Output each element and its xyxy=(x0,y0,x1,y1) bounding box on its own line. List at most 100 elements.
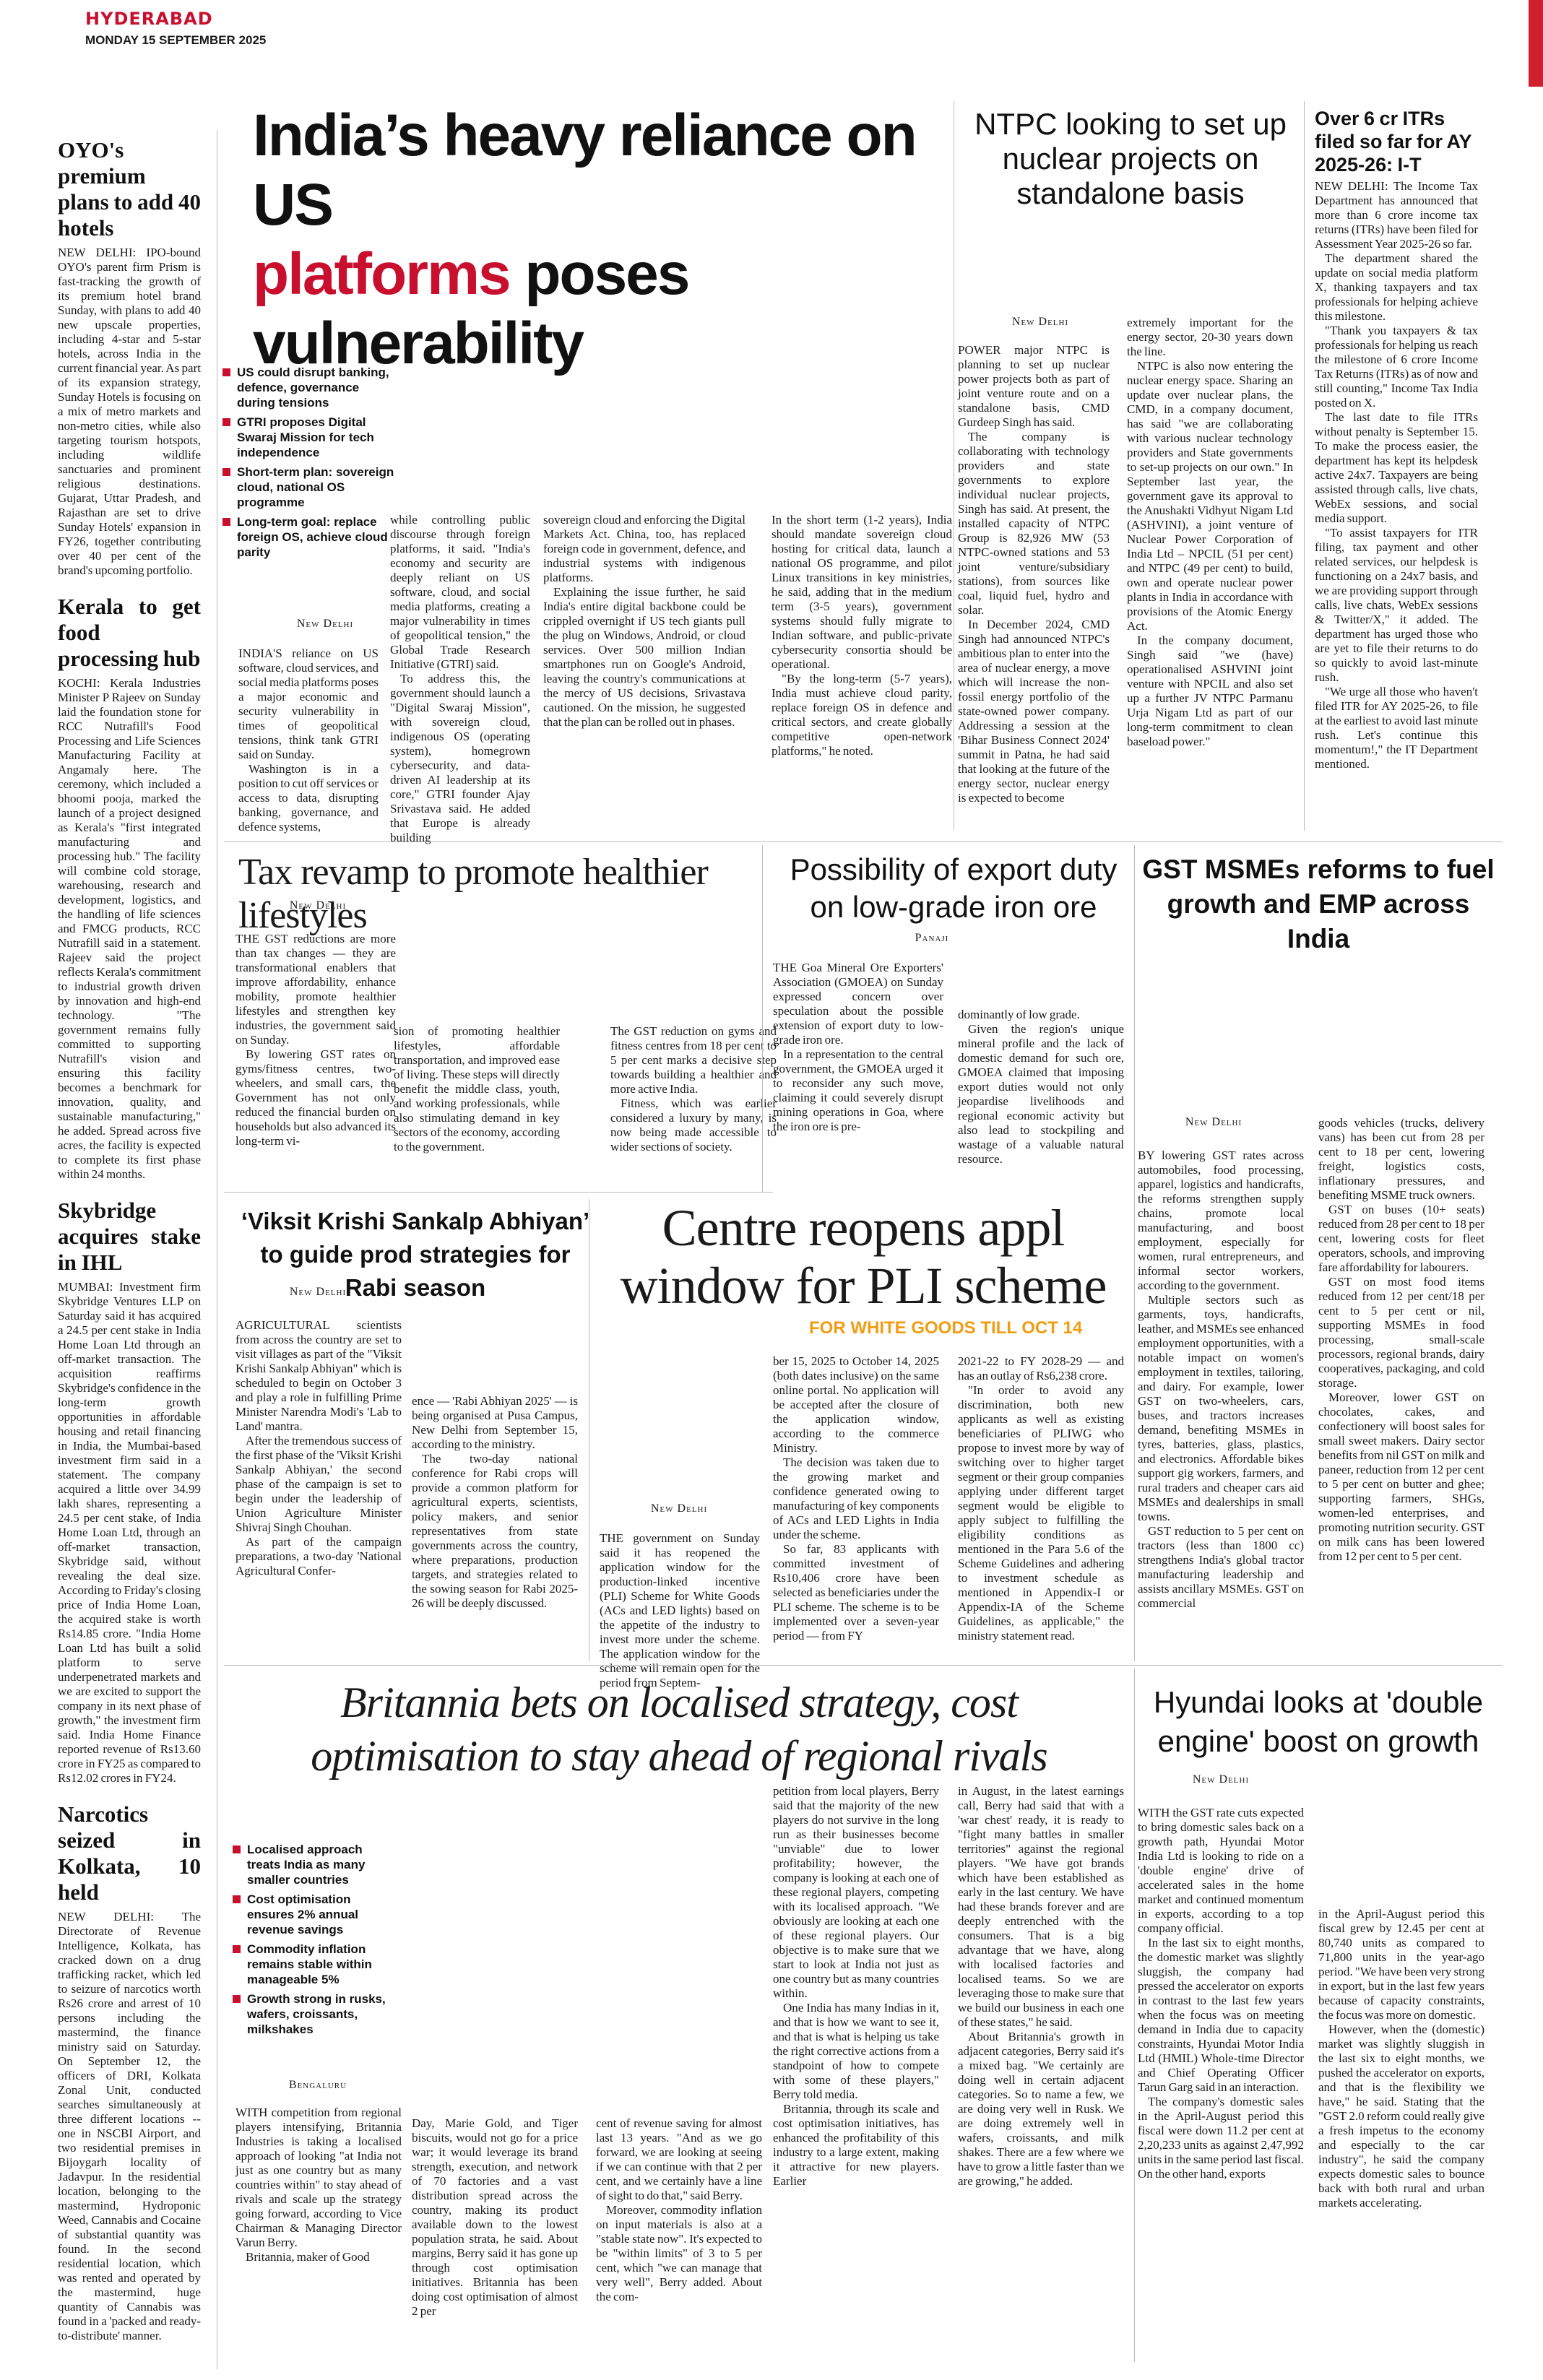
paragraph: NTPC is also now entering the nuclear en… xyxy=(1127,359,1293,633)
paragraph: INDIA'S reliance on US software, cloud s… xyxy=(238,646,379,761)
lead-col1: INDIA'S reliance on US software, cloud s… xyxy=(238,646,379,834)
paragraph: One India has many Indias in it, and tha… xyxy=(773,2001,939,2101)
tax-headline: Tax revamp to promote healthier lifestyl… xyxy=(238,852,709,936)
paragraph: GST on buses (10+ seats) reduced from 28… xyxy=(1318,1203,1484,1274)
britannia-col3: cent of revenue saving for almost last 1… xyxy=(596,2116,762,2304)
britannia-headline-line2: optimisation to stay ahead of regional r… xyxy=(311,1732,1047,1780)
pli-dateline: New Delhi xyxy=(650,1502,708,1515)
ntpc-col2: extremely important for the energy secto… xyxy=(1127,316,1293,749)
paragraph: Britannia, through its scale and cost op… xyxy=(773,2102,939,2188)
ntpc-col1: POWER major NTPC is planning to set up n… xyxy=(958,343,1110,805)
lead-headline-rest: poses vulnerability xyxy=(253,241,690,376)
paragraph: "We urge all those who haven't filed ITR… xyxy=(1315,685,1478,771)
paragraph: About Britannia's growth in adjacent cat… xyxy=(958,2030,1124,2188)
paragraph: THE GST reductions are more than tax cha… xyxy=(235,932,396,1047)
kerala-body: KOCHI: Kerala Industries Minister P Raje… xyxy=(58,676,201,1182)
left-rail: OYO's premium plans to add 40 hotels NEW… xyxy=(58,137,201,2343)
hyundai-col1: WITH the GST rate cuts expected to bring… xyxy=(1138,1806,1304,2181)
skybridge-body: MUMBAI: Investment firm Skybridge Ventur… xyxy=(58,1280,201,1786)
paragraph: Britannia, maker of Good xyxy=(246,2250,370,2264)
iron-headline: Possibility of export duty on low-grade … xyxy=(790,852,1118,924)
paragraph: So far, 83 applicants with committed inv… xyxy=(773,1542,939,1643)
divider xyxy=(762,845,763,1192)
kerala-headline: Kerala to get food processing hub xyxy=(58,594,201,671)
paragraph: The company is collaborating with techno… xyxy=(958,430,1110,617)
paragraph: KOCHI: Kerala Industries Minister P Raje… xyxy=(58,676,201,1181)
lead-headline: India’s heavy reliance on US platforms p… xyxy=(253,101,939,378)
paragraph: GST on most food items reduced from 12 p… xyxy=(1318,1275,1484,1390)
paragraph: WITH competition from regional players i… xyxy=(235,2106,402,2249)
paragraph: BY lowering GST rates across automobiles… xyxy=(1138,1148,1304,1292)
paragraph: in August, in the latest earnings call, … xyxy=(958,1784,1124,2029)
oyo-body: NEW DELHI: IPO-bound OYO's parent firm P… xyxy=(58,246,201,578)
paragraph: goods vehicles (trucks, delivery vans) h… xyxy=(1318,1116,1484,1202)
paragraph: MUMBAI: Investment firm Skybridge Ventur… xyxy=(58,1280,201,1785)
pli-col1: THE government on Sunday said it has reo… xyxy=(600,1531,760,1689)
paragraph: while controlling public discourse throu… xyxy=(390,513,530,671)
pli-headline-line1: Centre reopens appl xyxy=(662,1199,1066,1257)
pli-headline: Centre reopens appl window for PLI schem… xyxy=(600,1199,1127,1315)
paragraph: extremely important for the energy secto… xyxy=(1127,316,1293,358)
paragraph: "By the long-term (5-7 years), India mus… xyxy=(772,672,952,758)
paragraph: By lowering GST rates on gyms/fitness ce… xyxy=(235,1047,396,1148)
britannia-bullet: Localised approach treats India as many … xyxy=(233,1842,399,1887)
itr-headline: Over 6 cr ITRs filed so far for AY 2025-… xyxy=(1315,108,1472,176)
paragraph: As part of the campaign preparations, a … xyxy=(235,1535,402,1578)
lead-dateline: New Delhi xyxy=(296,618,354,630)
britannia-dateline: Bengaluru xyxy=(288,2079,347,2091)
britannia-headline: Britannia bets on localised strategy, co… xyxy=(231,1676,1127,1783)
paragraph: WITH the GST rate cuts expected to bring… xyxy=(1138,1806,1304,1935)
paragraph: Fitness, which was earlier considered a … xyxy=(610,1096,777,1154)
paragraph: POWER major NTPC is planning to set up n… xyxy=(958,343,1110,429)
narcotics-body: NEW DELHI: The Directorate of Revenue In… xyxy=(58,1910,201,2343)
lead-col2: while controlling public discourse throu… xyxy=(390,513,530,845)
pli-col3: 2021-22 to FY 2028-29 — and has an outla… xyxy=(958,1354,1124,1643)
paragraph: Explaining the issue further, he said In… xyxy=(543,585,745,729)
ntpc-dateline: New Delhi xyxy=(1011,316,1069,328)
paragraph: Given the region's unique mineral profil… xyxy=(958,1022,1124,1166)
lead-bullets: US could disrupt banking, defence, gover… xyxy=(222,365,396,564)
paragraph: NEW DELHI: The Directorate of Revenue In… xyxy=(58,1910,201,2342)
britannia-col1: WITH competition from regional players i… xyxy=(235,2106,402,2264)
gst-col2: goods vehicles (trucks, delivery vans) h… xyxy=(1318,1116,1484,1564)
paragraph: The GST reduction on gyms and fitness ce… xyxy=(610,1024,777,1096)
paragraph: GST reduction to 5 per cent on tractors … xyxy=(1138,1524,1304,1610)
divider xyxy=(1134,1669,1135,2362)
gst-col1: BY lowering GST rates across automobiles… xyxy=(1138,1148,1304,1611)
britannia-col5: in August, in the latest earnings call, … xyxy=(958,1784,1124,2189)
lead-bullet: Short-term plan: sovereign cloud, nation… xyxy=(222,464,396,510)
paragraph: NEW DELHI: IPO-bound OYO's parent firm P… xyxy=(58,246,201,577)
oyo-headline: OYO's premium plans to add 40 hotels xyxy=(58,137,201,241)
paragraph: Moreover, commodity inflation on input m… xyxy=(596,2203,762,2303)
paragraph: The decision was taken due to the growin… xyxy=(773,1455,939,1541)
paragraph: "In order to avoid any discrimination, b… xyxy=(958,1383,1124,1643)
paragraph: The last date to file ITRs without penal… xyxy=(1315,410,1478,525)
paragraph: The two-day national conference for Rabi… xyxy=(412,1452,578,1610)
hyundai-col2: in the April-August period this fiscal g… xyxy=(1318,1907,1484,2210)
paragraph: The company's domestic sales in the Apri… xyxy=(1138,2095,1304,2181)
vksa-col1: AGRICULTURAL scientists from across the … xyxy=(235,1318,402,1578)
skybridge-headline: Skybridge acquires stake in IHL xyxy=(58,1198,201,1275)
tax-col3: The GST reduction on gyms and fitness ce… xyxy=(610,1024,777,1154)
paragraph: in the April-August period this fiscal g… xyxy=(1318,1907,1484,2022)
britannia-bullets: Localised approach treats India as many … xyxy=(233,1842,399,2041)
edge-marker xyxy=(1529,0,1543,87)
tax-col2: sion of promoting healthier lifestyles, … xyxy=(394,1024,560,1154)
paragraph: In a representation to the central gover… xyxy=(773,1047,943,1133)
paragraph: However, when the (domestic) market was … xyxy=(1318,2022,1484,2210)
paragraph: After the tremendous success of the firs… xyxy=(235,1434,402,1534)
masthead: HYDERABAD MONDAY 15 SEPTEMBER 2025 xyxy=(85,9,266,48)
lead-headline-red: platforms xyxy=(253,241,511,307)
divider xyxy=(1304,101,1305,831)
gst-dateline: New Delhi xyxy=(1185,1116,1242,1128)
lead-bullet: US could disrupt banking, defence, gover… xyxy=(222,365,396,410)
paragraph: Washington is in a position to cut off s… xyxy=(238,762,379,834)
pli-subheadline: FOR WHITE GOODS TILL OCT 14 xyxy=(809,1318,1083,1338)
gst-headline: GST MSMEs reforms to fuel growth and EMP… xyxy=(1142,854,1495,953)
britannia-bullet: Cost optimisation ensures 2% annual reve… xyxy=(233,1892,399,1937)
lead-col3: sovereign cloud and enforcing the Digita… xyxy=(543,513,745,730)
vksa-dateline: New Delhi xyxy=(289,1286,347,1298)
paragraph: sovereign cloud and enforcing the Digita… xyxy=(543,513,745,584)
paragraph: dominantly of low grade. xyxy=(958,1008,1080,1021)
narcotics-headline: Narcotics seized in Kolkata, 10 held xyxy=(58,1801,201,1905)
